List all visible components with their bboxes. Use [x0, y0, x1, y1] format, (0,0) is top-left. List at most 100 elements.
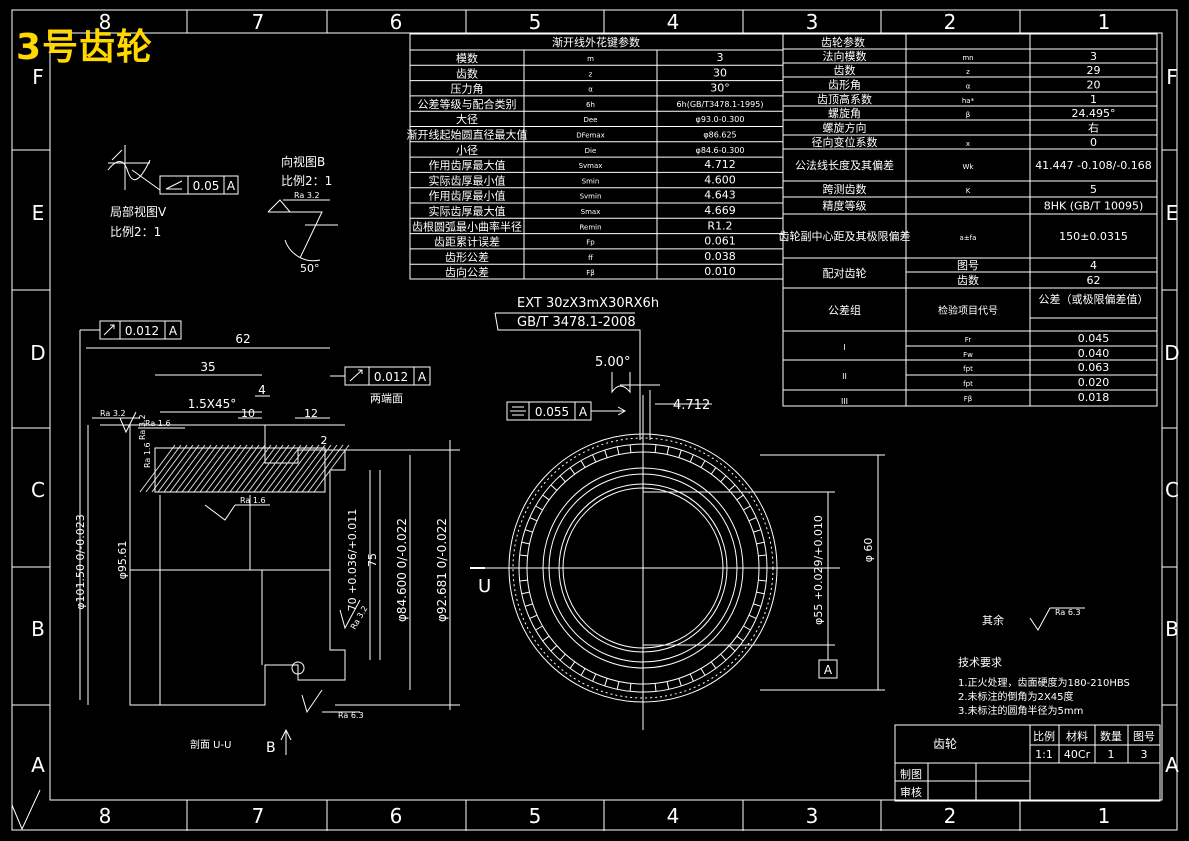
- tooth: [542, 635, 550, 642]
- tech-line: 2.未标注的倒角为2X45度: [958, 690, 1073, 703]
- runout-arrow-icon: [349, 369, 363, 382]
- tooth: [535, 505, 543, 511]
- tol-value: 0.020: [1078, 376, 1110, 389]
- gear-param-symbol: β: [966, 111, 970, 119]
- ra-symbol: [119, 411, 137, 434]
- tooth: [524, 603, 533, 607]
- tooth: [592, 673, 597, 682]
- column-label: 3: [806, 10, 819, 34]
- tol-header: 公差（或极限偏差值）: [1039, 292, 1149, 306]
- tb-header: 数量: [1100, 730, 1122, 743]
- tooth: [521, 591, 530, 595]
- column-label: 2: [944, 804, 957, 828]
- gear-param-symbol: α: [966, 83, 971, 91]
- tol-header: 检验项目代号: [938, 304, 998, 317]
- gear-param-symbol: x: [966, 140, 970, 148]
- tooth: [616, 681, 620, 690]
- gear-param-value: 右: [1088, 121, 1099, 135]
- spline-param-symbol: m: [587, 55, 594, 63]
- drawing-title: 3号齿轮: [16, 27, 154, 68]
- tech-line: 3.未标注的圆角半径为5mm: [958, 704, 1083, 717]
- spline-param-symbol: ff: [588, 254, 593, 262]
- tb-header: 材料: [1066, 729, 1088, 743]
- row-label: A: [1165, 753, 1179, 777]
- fcf-runout-value: 0.012: [374, 370, 408, 384]
- tb-qty: 1: [1108, 748, 1115, 761]
- tol-group: II: [842, 372, 847, 381]
- column-label: 6: [390, 804, 403, 828]
- tooth: [580, 668, 586, 676]
- tooth: [521, 541, 530, 545]
- edge: [111, 149, 123, 161]
- fillet-detail: [291, 661, 305, 675]
- tooth: [550, 645, 558, 652]
- dim-4712: 4.712: [673, 398, 710, 413]
- column-label: 4: [667, 804, 680, 828]
- tooth: [756, 591, 765, 595]
- column-label: 3: [806, 804, 819, 828]
- column-label: 1: [1098, 804, 1111, 828]
- dim-55: φ55 +0.029/+0.010: [812, 515, 825, 625]
- spline-param-symbol: Svmax: [579, 162, 603, 170]
- gear-param-name: 径向变位系数: [812, 135, 878, 149]
- row-label: D: [1164, 341, 1179, 365]
- spline-param-name: 小径: [456, 144, 478, 157]
- ra-label: Ra 1.6: [145, 419, 171, 428]
- tol-code: fpt: [963, 380, 973, 388]
- arrow-head: [617, 406, 627, 416]
- corner-mark: [11, 789, 41, 831]
- tooth: [592, 454, 597, 463]
- spline-param-name: 齿向公差: [445, 265, 489, 279]
- dim-84: φ84.600 0/-0.022: [395, 518, 409, 622]
- spline-param-name: 压力角: [451, 83, 484, 96]
- tooth: [569, 661, 576, 669]
- spline-param-value: 6h(GB/T3478.1-1995): [677, 100, 764, 109]
- tooth: [710, 467, 717, 475]
- tol-code: Fw: [963, 351, 973, 359]
- tooth: [700, 460, 706, 468]
- ra-label: Ra 3.2: [294, 191, 320, 200]
- column-label: 2: [944, 10, 957, 34]
- u-symbol: [611, 372, 631, 394]
- fcf-runout-value: 0.012: [125, 324, 159, 338]
- gear-param-symbol: K: [966, 187, 971, 195]
- dim-95: φ95.61: [116, 541, 129, 580]
- spline-param-symbol: 6h: [586, 101, 595, 109]
- tooth: [535, 625, 543, 631]
- spline-param-name: 大径: [456, 112, 478, 126]
- gear-param-value: 1: [1090, 93, 1097, 106]
- spline-param-value: 30°: [710, 82, 730, 95]
- spline-param-symbol: Svmin: [580, 193, 602, 201]
- direction-view-label: 向视图B: [281, 154, 325, 169]
- tooth: [666, 446, 670, 455]
- dim-chamfer: 1.5X45°: [188, 397, 237, 411]
- column-label: 1: [1098, 10, 1111, 34]
- tb-scale: 1:1: [1035, 748, 1053, 761]
- gear-param-name: 螺旋方向: [823, 121, 867, 135]
- pair-gear-value: 4: [1090, 259, 1097, 272]
- spline-param-symbol: DFemax: [576, 132, 605, 140]
- tooth: [758, 579, 767, 582]
- gear-param-name: 螺旋角: [828, 106, 861, 120]
- tech-title: 技术要求: [958, 656, 1002, 669]
- spline-param-symbol: z: [589, 70, 593, 78]
- spline-param-value: R1.2: [707, 219, 732, 232]
- tol-value: 0.045: [1078, 332, 1110, 345]
- gear-param-value: 8HK (GB/T 10095): [1044, 200, 1144, 213]
- tooth: [519, 579, 528, 582]
- gear-param-symbol: Wk: [963, 163, 975, 171]
- hub-circle: [542, 467, 744, 669]
- fcf-angularity-value: 0.05: [193, 179, 220, 193]
- gear-param-value: 41.447 -0.108/-0.168: [1035, 159, 1152, 172]
- tooth: [700, 668, 706, 676]
- tooth: [689, 673, 694, 682]
- tooth: [743, 505, 751, 511]
- teeth: [519, 444, 767, 692]
- spline-param-value: φ86.625: [703, 131, 736, 140]
- row-label: F: [1166, 65, 1178, 89]
- spline-param-value: 4.669: [704, 204, 736, 217]
- tooth: [678, 678, 682, 687]
- tooth: [604, 449, 608, 458]
- pair-gear-field: 齿数: [957, 274, 979, 287]
- outer-circle: [508, 433, 778, 703]
